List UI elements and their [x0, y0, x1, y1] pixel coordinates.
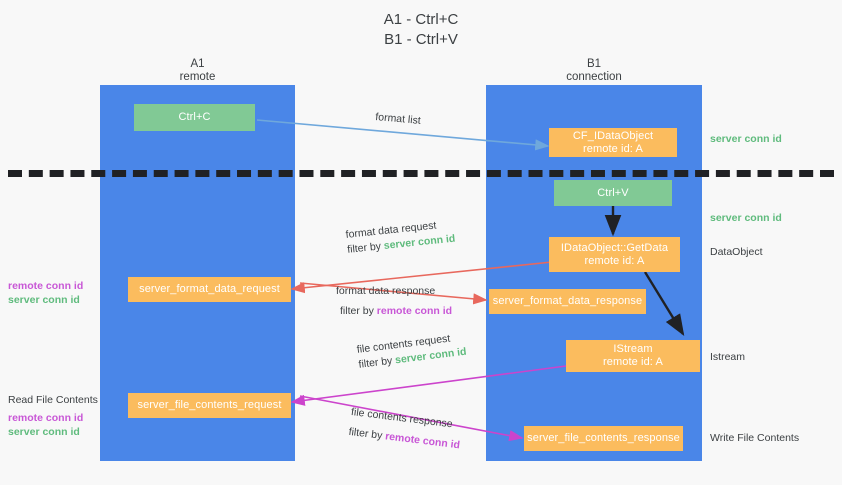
- annotation-left-server-conn-id-1: server conn id: [8, 294, 80, 306]
- edge-format-data-response-line2: filter by remote conn id: [340, 304, 452, 319]
- edge-file-contents-response-token: remote conn id: [384, 430, 461, 452]
- annotation-left-remote-conn-id-1: remote conn id: [8, 280, 84, 292]
- column-b1-name: B1: [586, 58, 602, 70]
- edge-file-contents-request-prefix: filter by: [357, 354, 396, 371]
- edge-format-data-response-line1: format data response: [336, 285, 436, 297]
- title-line-1: A1 - Ctrl+C: [383, 11, 459, 28]
- node-istream-line2: remote id: A: [603, 356, 663, 368]
- column-header-b1: B1 connection: [486, 58, 702, 84]
- annotation-right-istream: Istream: [710, 351, 746, 363]
- column-a1-name: A1: [190, 58, 205, 70]
- node-server-file-contents-request-label: server_file_contents_request: [137, 399, 282, 411]
- node-cf-idataobject-line2: remote id: A: [583, 142, 643, 155]
- node-server-format-data-response-label: server_format_data_response: [492, 295, 643, 307]
- column-a1-role: remote: [179, 71, 216, 83]
- annotation-left-remote-conn-id-2: remote conn id: [8, 412, 84, 424]
- node-cf-idataobject[interactable]: CF_IDataObject remote id: A: [549, 128, 677, 157]
- annotation-right-write-file-contents: Write File Contents: [710, 432, 800, 444]
- page-title: A1 - Ctrl+C B1 - Ctrl+V: [0, 10, 842, 50]
- title-line-2: B1 - Ctrl+V: [384, 31, 458, 48]
- node-ctrl-c-label: Ctrl+C: [178, 111, 211, 123]
- edge-format-data-response-prefix: filter by: [340, 305, 377, 317]
- edge-label-format-list-text: format list: [374, 110, 422, 127]
- edge-format-data-response-token: remote conn id: [376, 305, 453, 317]
- edge-label-format-list: format list: [375, 110, 422, 129]
- node-cf-idataobject-line1: CF_IDataObject: [572, 129, 654, 142]
- edge-format-data-request-prefix: filter by: [346, 240, 385, 256]
- node-istream[interactable]: IStream remote id: A: [566, 340, 700, 372]
- node-istream-line1: IStream: [613, 343, 653, 355]
- column-header-a1: A1 remote: [100, 58, 295, 84]
- node-ctrl-v-label: Ctrl+V: [597, 186, 629, 199]
- edge-label-format-data-request: format data request filter by server con…: [345, 217, 456, 258]
- annotation-left-conn-ids-2: remote conn id server conn id: [8, 411, 83, 439]
- node-server-file-contents-response-label: server_file_contents_response: [527, 432, 680, 444]
- node-server-format-data-request[interactable]: server_format_data_request: [128, 277, 291, 302]
- node-server-format-data-request-label: server_format_data_request: [139, 283, 280, 295]
- node-ctrl-v[interactable]: Ctrl+V: [554, 180, 672, 206]
- node-server-file-contents-response[interactable]: server_file_contents_response: [524, 426, 683, 451]
- node-idataobject-getdata-line1: IDataObject::GetData: [560, 241, 669, 254]
- annotation-left-server-conn-id-2: server conn id: [8, 426, 80, 438]
- node-idataobject-getdata-line2: remote id: A: [584, 254, 645, 267]
- dashed-divider: [8, 170, 834, 177]
- annotation-right-server-conn-id-top: server conn id: [710, 133, 782, 145]
- annotation-left-conn-ids-1: remote conn id server conn id: [8, 279, 83, 307]
- annotation-right-server-conn-id-mid: server conn id: [710, 212, 782, 224]
- node-server-format-data-response[interactable]: server_format_data_response: [489, 289, 646, 314]
- node-idataobject-getdata[interactable]: IDataObject::GetData remote id: A: [549, 237, 680, 272]
- edge-label-file-contents-response: file contents response filter by remote …: [348, 405, 463, 453]
- column-b1-role: connection: [566, 71, 622, 83]
- edge-label-file-contents-request: file contents request filter by server c…: [356, 330, 467, 373]
- node-server-file-contents-request[interactable]: server_file_contents_request: [128, 393, 291, 418]
- edge-label-format-data-response: format data response filter by remote co…: [336, 284, 452, 319]
- edge-file-contents-response-prefix: filter by: [347, 425, 386, 443]
- annotation-left-read-file-contents: Read File Contents: [8, 394, 98, 406]
- annotation-right-dataobject: DataObject: [710, 246, 763, 258]
- node-ctrl-c[interactable]: Ctrl+C: [134, 104, 255, 131]
